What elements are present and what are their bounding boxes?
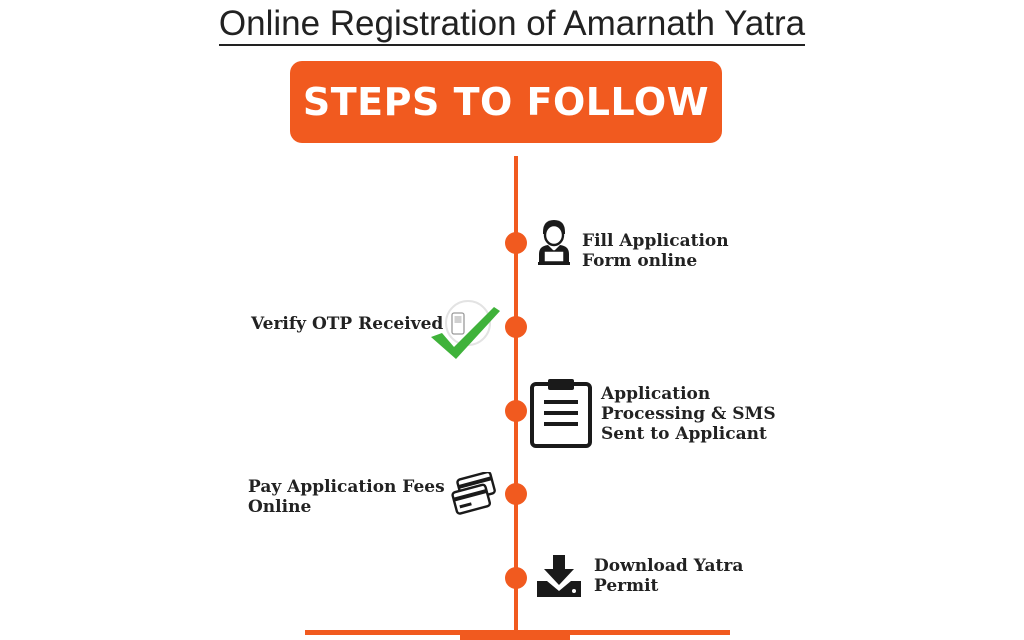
step-2-line-1: Verify OTP Received [251, 314, 444, 334]
step-4-line-2: Online [248, 497, 312, 517]
download-icon [534, 553, 584, 603]
step-1-dot [505, 232, 527, 254]
step-3-line-1: Application [601, 384, 711, 404]
footer-tab [460, 634, 570, 640]
step-3-line-2: Processing & SMS [601, 404, 776, 424]
step-5-line-1: Download Yatra [594, 556, 744, 576]
step-3-line-3: Sent to Applicant [601, 424, 767, 444]
phone-checkmark-icon [428, 297, 504, 367]
step-3-text: Application Processing & SMS Sent to App… [601, 384, 776, 444]
steps-banner-text: STEPS TO FOLLOW [302, 80, 710, 124]
credit-cards-icon [449, 470, 501, 520]
page-title-text: Online Registration of Amarnath Yatra [218, 4, 806, 46]
step-4-dot [505, 483, 527, 505]
footer-bar [305, 630, 730, 635]
clipboard-icon [528, 378, 594, 452]
step-1-line-2: Form online [582, 251, 698, 271]
timeline-line [514, 156, 518, 640]
step-4-line-1: Pay Application Fees [248, 477, 445, 497]
step-3-dot [505, 400, 527, 422]
steps-banner: STEPS TO FOLLOW [290, 61, 722, 143]
page-title: Online Registration of Amarnath Yatra [0, 4, 1024, 46]
step-2-dot [505, 316, 527, 338]
step-4-text: Pay Application Fees Online [248, 477, 445, 517]
step-5-line-2: Permit [594, 576, 659, 596]
step-1-line-1: Fill Application [582, 231, 729, 251]
step-1-text: Fill Application Form online [582, 231, 729, 271]
step-5-dot [505, 567, 527, 589]
person-laptop-icon [534, 218, 574, 270]
step-5-text: Download Yatra Permit [594, 556, 743, 596]
step-2-text: Verify OTP Received [251, 314, 443, 334]
